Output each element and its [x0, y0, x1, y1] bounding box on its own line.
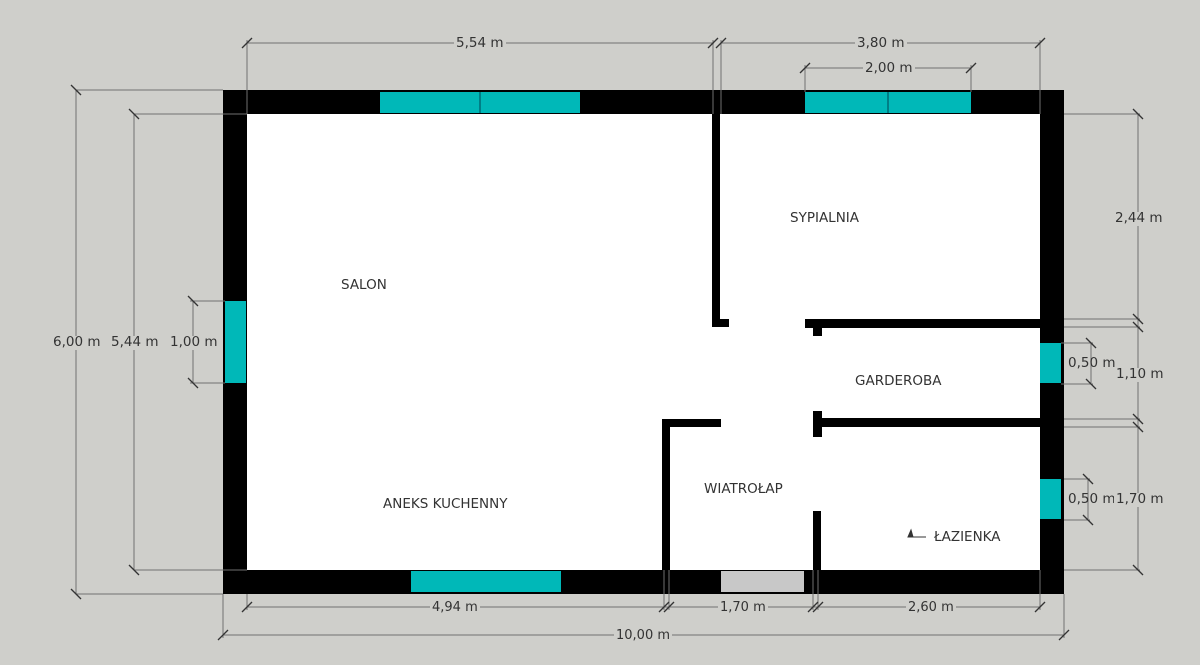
wall-wiatrolap-left — [662, 419, 670, 571]
wall-wiatrolap-top — [662, 419, 721, 427]
dim-top-salon-width: 5,54 m — [454, 35, 506, 51]
dim-top-window-width: 2,00 m — [863, 60, 915, 76]
room-label-sypialnia: SYPIALNIA — [790, 210, 860, 226]
window-bottom-kitchen — [411, 571, 561, 592]
wall-sypialnia-garderoba — [805, 319, 1040, 328]
dim-left-inner-height: 5,44 m — [109, 334, 161, 350]
dim-bottom-wiatrolap-width: 1,70 m — [718, 600, 768, 615]
dim-right-garderoba-depth: 1,10 m — [1114, 366, 1166, 382]
dimension-ticks — [70, 37, 1144, 641]
wall-salon-sypialnia — [712, 114, 720, 327]
window-right-garderoba — [1040, 343, 1061, 383]
room-label-aneks-kuchenny: ANEKS KUCHENNY — [383, 496, 508, 512]
windows — [225, 92, 1061, 592]
dim-right-window-garderoba: 0,50 m — [1068, 355, 1116, 371]
arrow-marker-icon — [907, 528, 926, 538]
dim-bottom-kitchen-width: 4,94 m — [430, 600, 480, 615]
room-label-salon: SALON — [341, 277, 387, 293]
wall-garderoba-stub — [813, 319, 822, 336]
window-left-salon — [225, 301, 246, 383]
dim-bottom-lazienka-width: 2,60 m — [906, 600, 956, 615]
window-right-lazienka — [1040, 479, 1061, 519]
dim-left-total-height: 6,00 m — [51, 334, 103, 350]
entrance-door — [721, 571, 804, 592]
room-label-wiatrolap: WIATROŁAP — [704, 481, 783, 497]
dim-right-lazienka-depth: 1,70 m — [1114, 491, 1166, 507]
interior-walls — [662, 114, 1040, 571]
wall-stub-l — [712, 319, 729, 327]
dim-top-sypialnia-width: 3,80 m — [855, 35, 907, 51]
outer-walls — [223, 90, 1064, 594]
dim-bottom-total-width: 10,00 m — [614, 628, 673, 643]
wall-garderoba-doorframe — [813, 411, 822, 437]
dim-right-window-lazienka: 0,50 m — [1068, 491, 1116, 507]
wall-wiatrolap-right — [813, 511, 821, 571]
room-label-lazienka: ŁAZIENKA — [934, 529, 1001, 545]
interior-floor — [247, 114, 1040, 570]
wall-garderoba-lazienka — [817, 418, 1040, 427]
dim-left-window-height: 1,00 m — [168, 334, 220, 350]
room-label-garderoba: GARDEROBA — [855, 373, 942, 389]
dim-right-sypialnia-depth: 2,44 m — [1113, 210, 1165, 226]
